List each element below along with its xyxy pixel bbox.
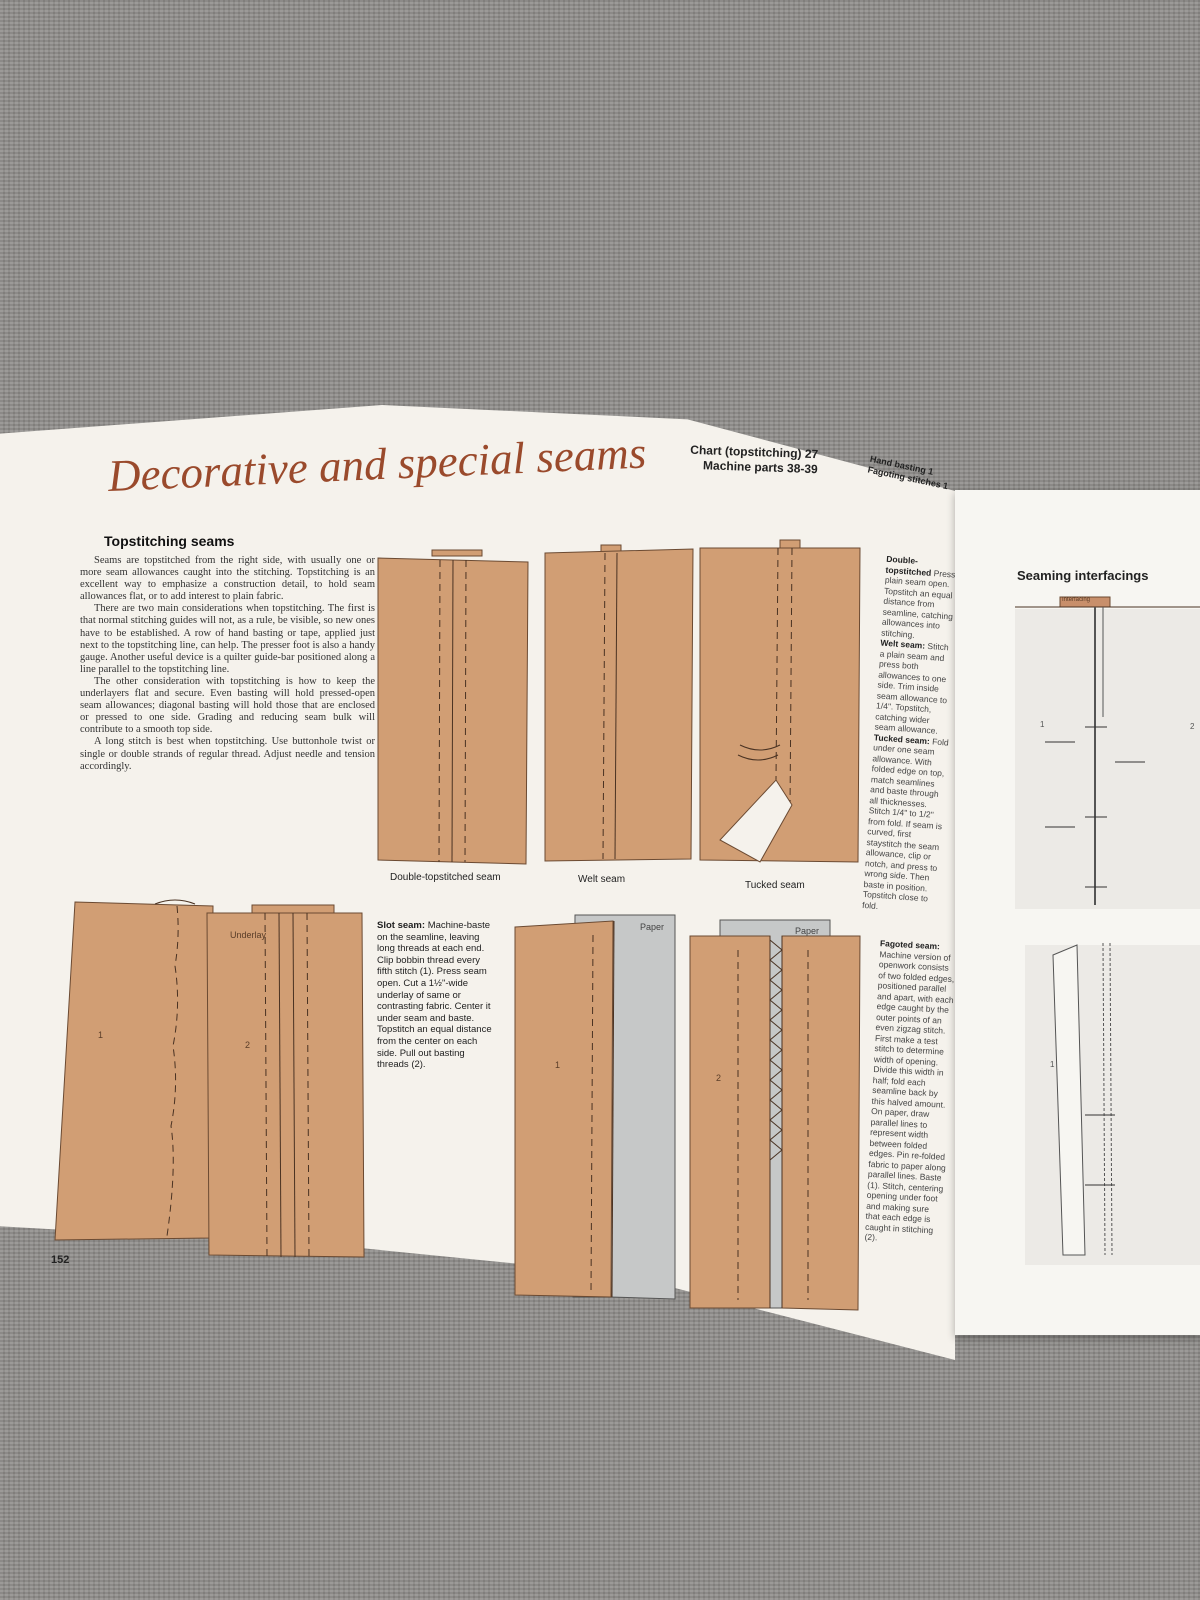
fagoted-seam-text: Fagoted seam: Machine version of openwor…	[864, 938, 958, 1242]
tucked-seam-illustration	[699, 539, 861, 863]
facing-page-heading: Seaming interfacings	[1017, 568, 1149, 583]
caption-tucked: Tucked seam	[745, 880, 805, 891]
interfacing-diagram-1	[1015, 596, 1200, 909]
caption-double-topstitched: Double-topstitched seam	[390, 872, 501, 883]
cross-references: Chart (topstitching) 27 Machine parts 38…	[690, 443, 818, 477]
slot-step1-number: 1	[98, 1030, 104, 1040]
body-paragraph: Seams are topstitched from the right sid…	[80, 555, 375, 603]
body-text: Seams are topstitched from the right sid…	[80, 555, 375, 773]
slot-seam-text: Slot seam: Machine-baste on the seamline…	[377, 920, 495, 1071]
double-topstitched-illustration	[377, 549, 529, 865]
interfacing-diagram-2	[1025, 942, 1200, 1265]
section-heading: Topstitching seams	[104, 533, 235, 549]
fagoted-seam-description: Machine version of openwork consists of …	[864, 948, 955, 1243]
body-paragraph: A long stitch is best when topstitching.…	[80, 736, 375, 772]
fagoted-step1-number: 1	[555, 1060, 561, 1070]
facing-number-1: 1	[1040, 720, 1045, 729]
facing-number-3: 1	[1050, 1060, 1055, 1069]
fagoted-seam-step1-illustration	[514, 914, 676, 1300]
welt-seam-illustration	[544, 544, 694, 862]
facing-number-2: 2	[1190, 722, 1195, 731]
side-note: Double-topstitched Press plain seam open…	[880, 553, 956, 640]
slot-seam-step2-illustration	[206, 904, 365, 1258]
fagoted-seam-step2-illustration	[689, 919, 861, 1311]
underlay-label: Underlay	[230, 930, 267, 940]
page-number: 152	[51, 1254, 70, 1266]
paper-label-2: Paper	[795, 926, 820, 936]
slot-step2-number: 2	[245, 1040, 251, 1050]
paper-label-1: Paper	[640, 922, 665, 932]
slot-seam-step1-illustration	[54, 899, 214, 1241]
side-note: Tucked seam: Fold under one seam allowan…	[861, 731, 950, 911]
side-note: Welt seam: Stitch a plain seam and press…	[874, 637, 950, 736]
slot-seam-term: Slot seam:	[377, 920, 426, 931]
caption-welt: Welt seam	[578, 874, 626, 885]
body-paragraph: There are two main considerations when t…	[80, 603, 375, 675]
body-paragraph: The other consideration with topstitchin…	[80, 675, 375, 736]
slot-seam-description: Machine-baste on the seamline, leaving l…	[377, 920, 492, 1071]
facing-tab-label: Interfacing	[1062, 597, 1091, 603]
fagoted-step2-number: 2	[716, 1073, 722, 1083]
